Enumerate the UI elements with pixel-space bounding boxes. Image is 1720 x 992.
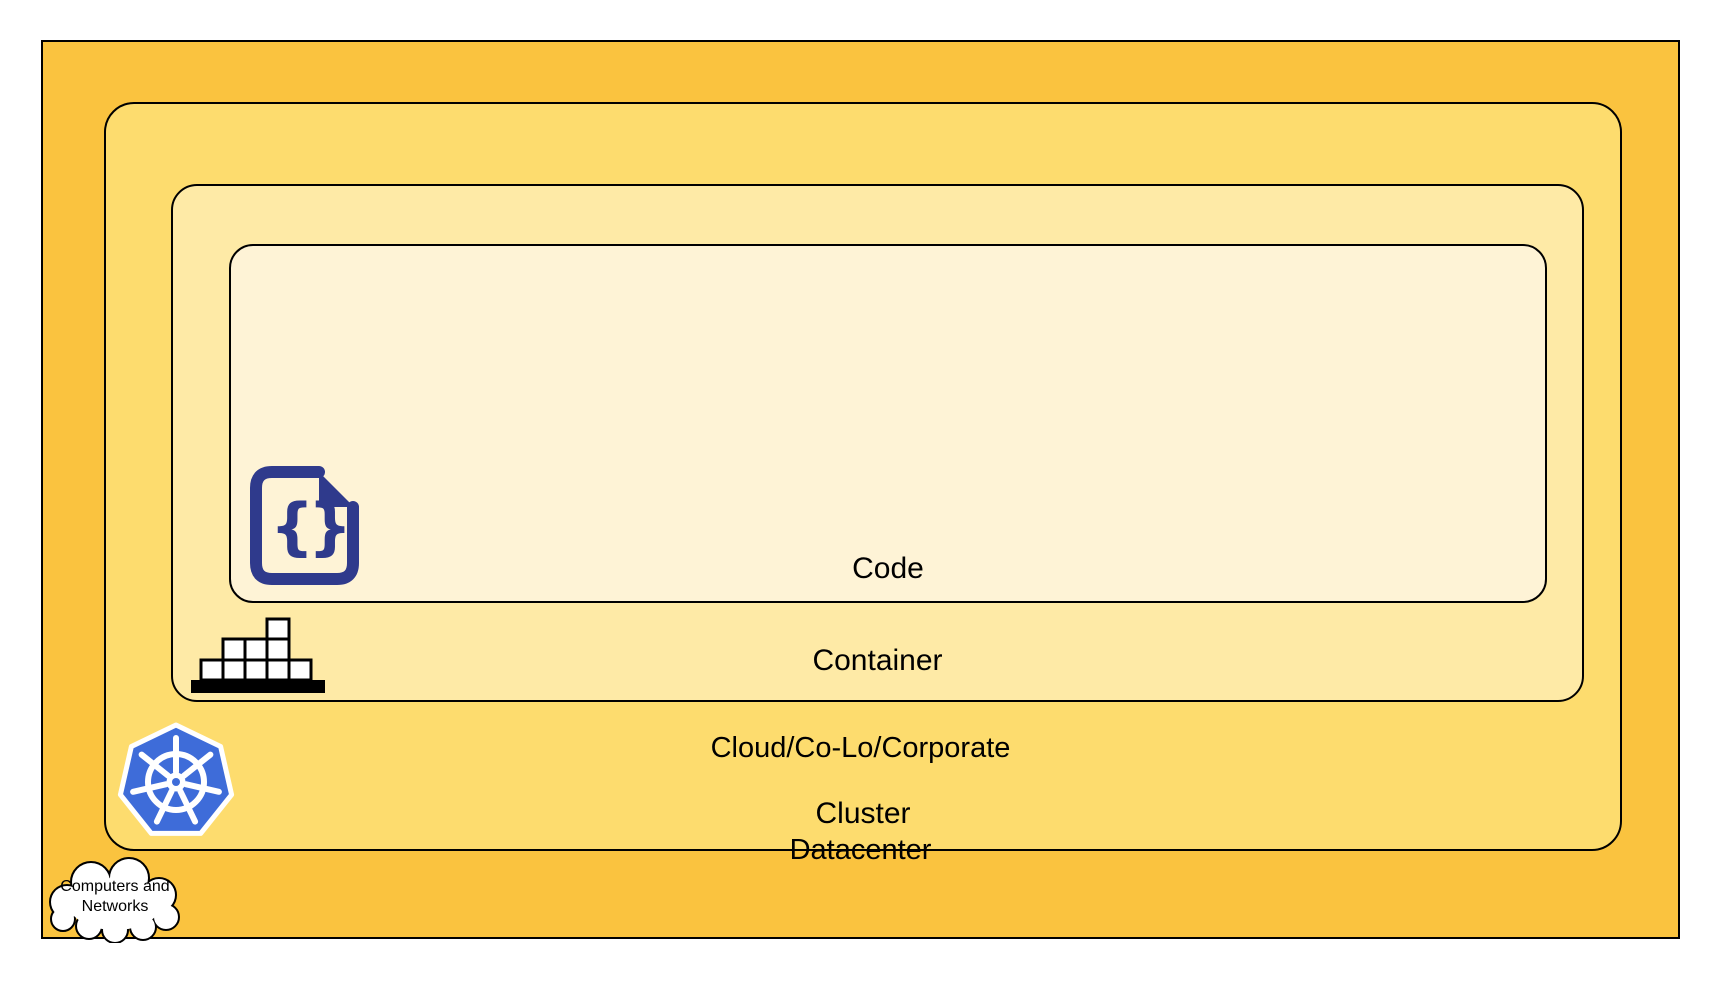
kubernetes-icon <box>114 716 238 850</box>
code-file-icon: { } <box>246 464 363 587</box>
cloud-text-line1: Computers and <box>60 878 170 895</box>
code-label: Code <box>852 552 924 585</box>
layer-container: { } Code <box>171 184 1584 702</box>
layer-datacenter: { } Code <box>41 40 1680 943</box>
cloud-callout: Computers and Networks <box>45 855 185 943</box>
container-label: Container <box>812 644 943 677</box>
container-boxes-icon <box>191 617 325 693</box>
cloud-callout-text: Computers and Networks <box>45 877 185 917</box>
layer-cluster: { } Code <box>104 102 1622 851</box>
svg-text:{: { <box>270 490 314 563</box>
datacenter-label-line1: Cloud/Co-Lo/Corporate <box>710 732 1011 764</box>
cluster-label: Cluster <box>815 797 911 830</box>
cloud-text-line2: Networks <box>81 898 149 915</box>
layer-code: { } Code <box>229 244 1547 603</box>
datacenter-label-line2: Datacenter <box>789 834 932 866</box>
svg-text:}: } <box>308 490 352 563</box>
datacenter-label: Cloud/Co-Lo/Corporate Datacenter <box>43 663 1678 935</box>
